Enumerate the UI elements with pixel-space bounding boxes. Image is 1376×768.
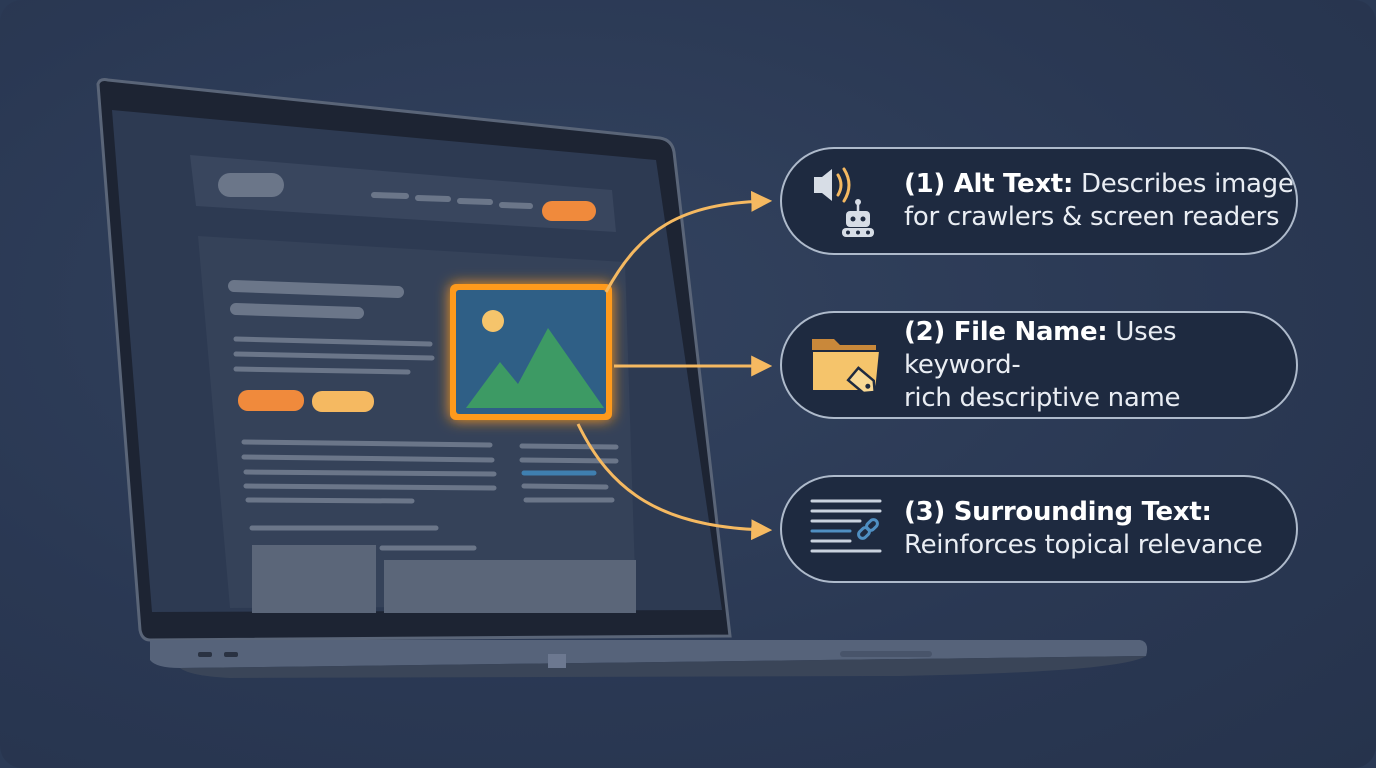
callout-label: (2) File Name:	[904, 316, 1108, 347]
callout-line2: Reinforces topical relevance	[904, 530, 1263, 560]
laptop-base	[150, 640, 1148, 668]
callout-surrounding-text: (3) Surrounding Text: Reinforces topical…	[780, 475, 1298, 583]
mock-cta-button	[542, 201, 596, 221]
text-link-icon	[810, 499, 882, 553]
callout-file-name-body: (2) File Name: Uses keyword- rich descri…	[904, 316, 1296, 415]
mock-card-left	[252, 545, 376, 613]
mock-orange-button	[238, 390, 304, 411]
arrow-to-alt-text	[604, 190, 773, 293]
speaker-robot-icon	[814, 167, 874, 237]
callout-surrounding-text-body: (3) Surrounding Text: Reinforces topical…	[904, 496, 1263, 562]
callout-alt-text-body: (1) Alt Text: Describes image for crawle…	[904, 168, 1294, 234]
laptop-base-edge	[180, 656, 1146, 678]
laptop-port-2	[224, 652, 238, 657]
mock-card-right	[384, 560, 636, 613]
callout-line2: rich descriptive name	[904, 382, 1181, 413]
laptop-port-1	[198, 652, 212, 657]
mock-logo-pill	[218, 173, 284, 197]
callout-file-name: (2) File Name: Uses keyword- rich descri…	[780, 311, 1298, 419]
laptop-vent	[840, 651, 932, 657]
callout-line2: for crawlers & screen readers	[904, 202, 1280, 232]
mock-heading-lines	[228, 280, 404, 319]
mock-sidebar-lines	[519, 443, 619, 503]
mountain-icon	[466, 328, 604, 408]
callout-line1: Describes image	[1073, 169, 1294, 199]
highlighted-image	[450, 284, 612, 420]
mock-body-lines	[241, 439, 497, 551]
callout-alt-text: (1) Alt Text: Describes image for crawle…	[780, 147, 1298, 255]
mock-paragraph-lines	[233, 336, 435, 375]
callout-label: (3) Surrounding Text:	[904, 497, 1212, 527]
sun-icon	[482, 310, 504, 332]
arrow-to-surrounding-text	[576, 423, 773, 541]
folder-tag-icon	[811, 339, 882, 395]
mock-gold-button	[312, 391, 374, 412]
callout-line1: Uses keyword-	[904, 316, 1177, 380]
laptop-notch	[548, 654, 566, 668]
callout-label: (1) Alt Text:	[904, 169, 1074, 199]
mock-nav-links	[371, 192, 533, 209]
